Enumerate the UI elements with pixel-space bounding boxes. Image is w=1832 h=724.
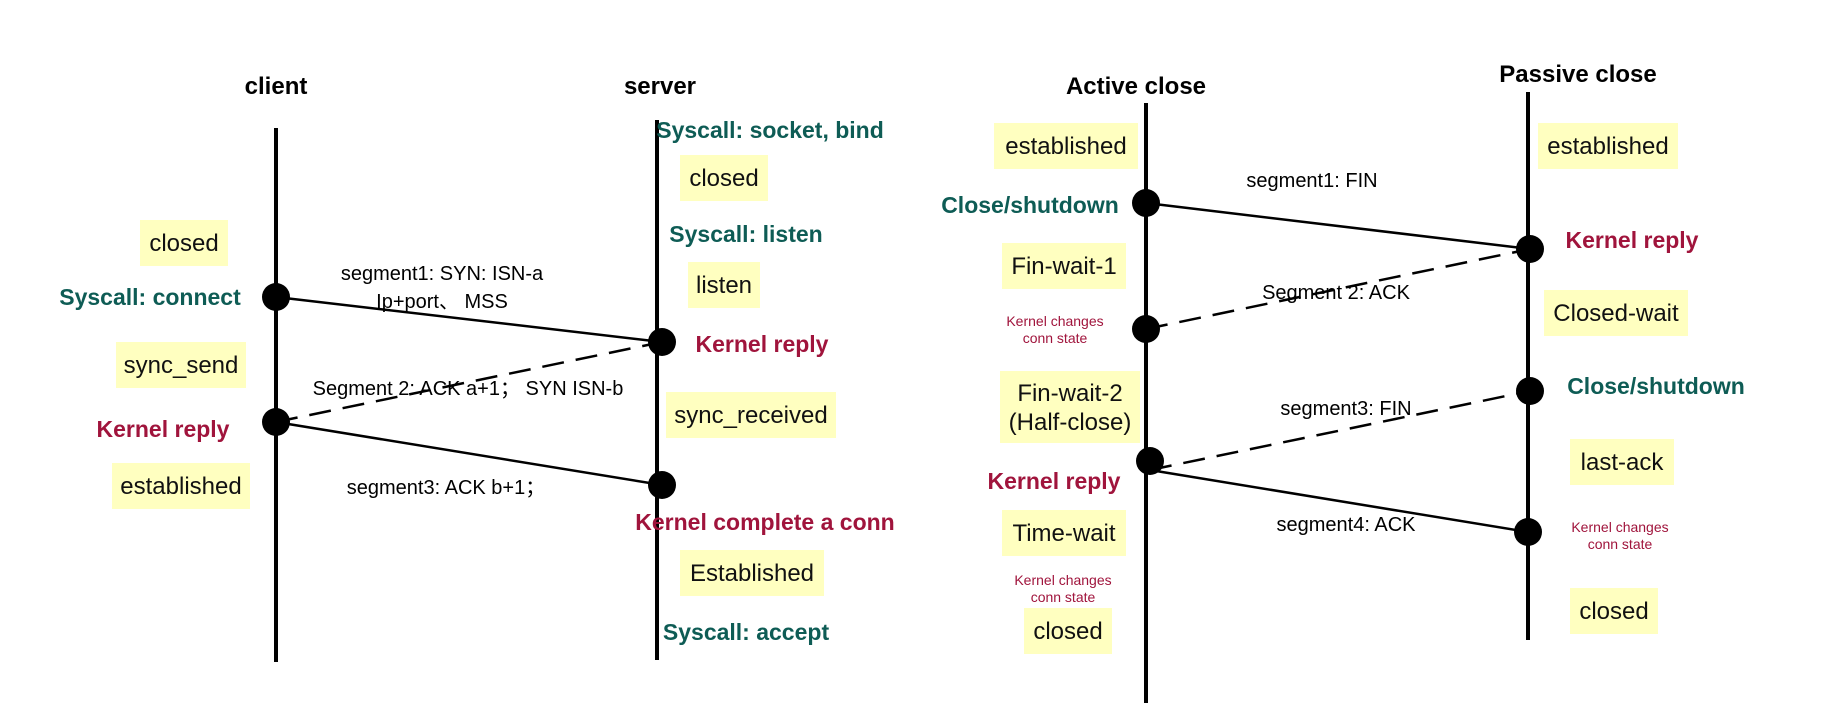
passive-changes-point xyxy=(1514,518,1542,546)
client-connect-point xyxy=(262,283,290,311)
state-box: last-ack xyxy=(1570,439,1674,485)
state-box: Fin-wait-2(Half-close) xyxy=(1000,371,1140,443)
state-label: last-ack xyxy=(1581,449,1665,476)
fin3-arrow xyxy=(1149,389,1531,472)
state-label: established xyxy=(120,473,241,500)
fin1-arrow xyxy=(1145,201,1531,251)
server-complete-point xyxy=(648,471,676,499)
server-header: server xyxy=(624,73,696,100)
ack2-arrow xyxy=(1145,247,1531,331)
state-box: Closed-wait xyxy=(1544,290,1688,336)
server-reply-point xyxy=(648,328,676,356)
active-close-shutdown-event: Close/shutdown xyxy=(941,192,1119,218)
client-reply-point xyxy=(262,408,290,436)
state-label: closed xyxy=(1579,598,1648,625)
segment1-sublabel: Ip+port、 MSS xyxy=(376,291,508,313)
passive-close-point xyxy=(1516,377,1544,405)
server-kernel-complete-event: Kernel complete a conn xyxy=(635,509,894,535)
state-box: listen xyxy=(688,262,760,308)
state-box: closed xyxy=(680,155,768,201)
fin3-label: segment3: FIN xyxy=(1280,398,1411,420)
passive-close-header: Passive close xyxy=(1499,61,1656,88)
state-label: listen xyxy=(696,272,752,299)
state-label: Established xyxy=(690,560,814,587)
state-label: Closed-wait xyxy=(1553,300,1679,327)
state-label: closed xyxy=(1033,618,1102,645)
segment1-label: segment1: SYN: ISN-a xyxy=(341,263,544,285)
state-box: established xyxy=(1538,123,1678,169)
state-box: Established xyxy=(680,550,824,596)
server-kernel-reply-event: Kernel reply xyxy=(696,331,829,357)
state-label: established xyxy=(1005,133,1126,160)
fin1-label: segment1: FIN xyxy=(1246,170,1377,192)
active-changes-point xyxy=(1132,315,1160,343)
state-label: closed xyxy=(149,230,218,257)
state-box: closed xyxy=(140,220,228,266)
state-label: sync_send xyxy=(124,352,239,379)
client-kernel-reply-event: Kernel reply xyxy=(97,416,230,442)
server-socket-bind-event: Syscall: socket, bind xyxy=(656,117,884,143)
passive-kernel-reply-event: Kernel reply xyxy=(1566,227,1699,253)
teardown-diagram: Active close Passive close segment1: FIN… xyxy=(941,61,1745,703)
client-connect-event: Syscall: connect xyxy=(59,284,241,310)
state-box: closed xyxy=(1024,608,1112,654)
state-box: established xyxy=(994,123,1138,169)
active-close-header: Active close xyxy=(1066,73,1206,100)
handshake-diagram: client server segment1: SYN: ISN-a Ip+po… xyxy=(59,73,895,662)
state-label: sync_received xyxy=(674,402,827,429)
state-box: sync_received xyxy=(666,392,836,438)
active-close-point xyxy=(1132,189,1160,217)
ack4-arrow xyxy=(1149,468,1529,534)
state-label: Time-wait xyxy=(1012,520,1115,547)
ack4-label: segment4: ACK xyxy=(1277,514,1417,536)
state-label: Fin-wait-2(Half-close) xyxy=(1009,380,1132,436)
state-box: Fin-wait-1 xyxy=(1002,243,1126,289)
active-kernel-reply-event: Kernel reply xyxy=(988,468,1121,494)
state-box: established xyxy=(112,463,250,509)
state-box: Time-wait xyxy=(1002,510,1126,556)
state-label: established xyxy=(1547,133,1668,160)
state-label: closed xyxy=(689,165,758,192)
segment3-label: segment3: ACK b+1； xyxy=(347,477,545,499)
state-label: Fin-wait-1 xyxy=(1011,253,1116,280)
ack2-label: Segment 2: ACK xyxy=(1262,282,1411,304)
active-reply-point xyxy=(1136,447,1164,475)
state-box: sync_send xyxy=(116,342,246,388)
server-listen-event: Syscall: listen xyxy=(669,221,822,247)
client-header: client xyxy=(245,73,308,100)
segment1-arrow xyxy=(275,295,663,344)
segment3-arrow xyxy=(275,420,663,487)
server-accept-event: Syscall: accept xyxy=(663,619,830,645)
state-box: closed xyxy=(1570,588,1658,634)
segment2-label: Segment 2: ACK a+1； SYN ISN-b xyxy=(313,378,624,400)
passive-reply-point xyxy=(1516,235,1544,263)
passive-close-shutdown-event: Close/shutdown xyxy=(1567,373,1745,399)
